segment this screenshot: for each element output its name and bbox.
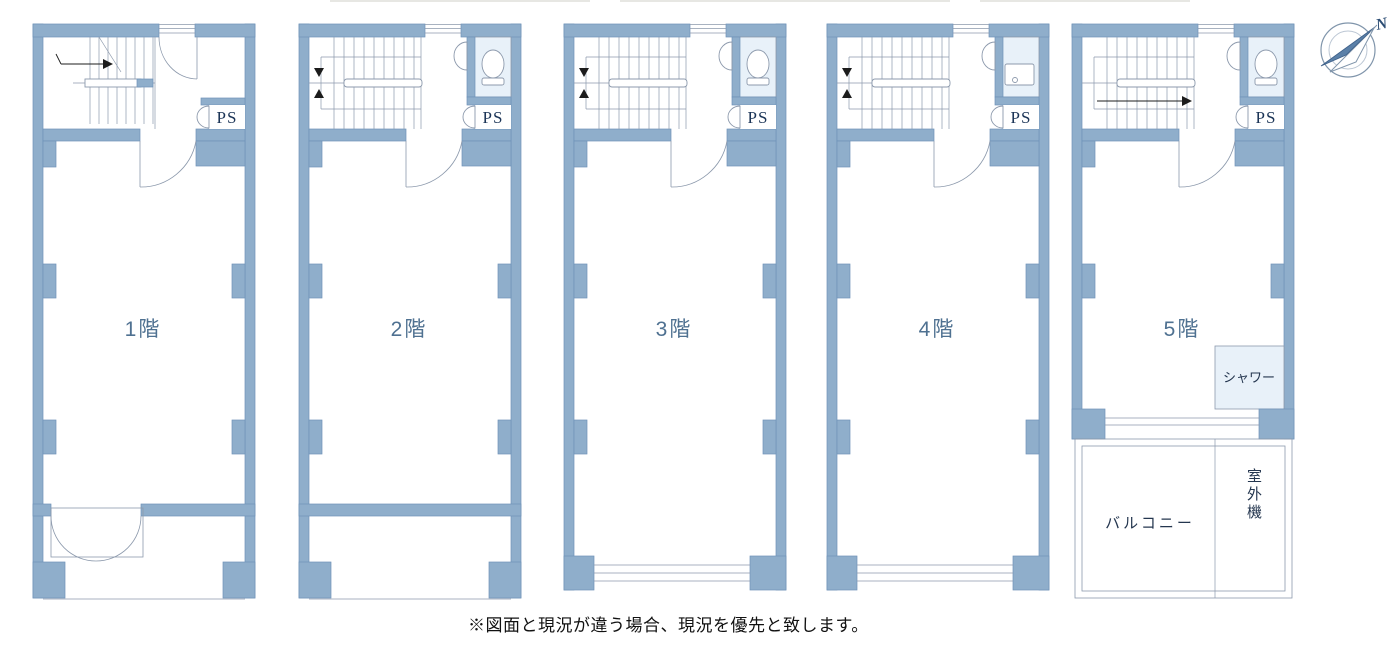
toilet-icon: [453, 36, 512, 106]
floor-plan-4: PS 4階: [826, 23, 1050, 591]
floor-plan-3: PS 3階: [563, 23, 787, 591]
staircase: [1081, 36, 1196, 130]
north-needle: [1320, 26, 1376, 67]
north-label: N: [1373, 15, 1388, 35]
staircase: [55, 36, 155, 124]
toilet-icon: [718, 36, 777, 106]
floor-label: 1階: [125, 318, 162, 341]
ps-label: PS: [483, 108, 504, 127]
bottom-window: [563, 555, 787, 591]
balcony-wall: [298, 503, 522, 517]
bottom-window: [826, 555, 1050, 591]
disclaimer-note: ※図面と現況が違う場合、現況を優先と致します。: [468, 616, 869, 635]
stair-up-arrow-icon: [55, 53, 113, 69]
stair-down-arrow-icon: [1097, 96, 1192, 106]
balcony-label: バルコニー: [1105, 516, 1195, 532]
outdoor-unit-label: 室外機: [1245, 468, 1261, 522]
compass-icon: N: [1320, 15, 1388, 78]
staircase: [308, 36, 423, 130]
toilet-icon: [1226, 36, 1285, 106]
double-entry-door: [50, 515, 142, 562]
staircase: [573, 36, 688, 130]
top-edge-remnants: [330, 0, 1190, 2]
staircase: [836, 36, 951, 130]
bottom-wall: [298, 561, 522, 600]
rear-wall: [1071, 408, 1295, 440]
bottom-wall: [32, 561, 256, 600]
floor-label: 2階: [391, 318, 428, 341]
floor-plan-2: PS 2階: [298, 23, 522, 600]
ps-label: PS: [1011, 108, 1032, 127]
shower-label: シャワー: [1223, 370, 1275, 385]
shower-room: シャワー: [1214, 345, 1285, 410]
entrance: [32, 503, 256, 562]
ps-label: PS: [748, 108, 769, 127]
entry-hall-door: [158, 36, 198, 80]
balcony: バルコニー: [1074, 438, 1293, 599]
ps-label: PS: [1256, 108, 1277, 127]
floor-label: 3階: [656, 318, 693, 341]
ps-label: PS: [217, 108, 238, 127]
window: [1105, 417, 1259, 426]
floor-label: 4階: [919, 318, 956, 341]
floor-plan-1: PS 1階: [32, 23, 256, 600]
basin-icon: [981, 36, 1040, 106]
floor-plan-5: PS 5階 シャワー バルコニー: [1071, 23, 1295, 599]
floor-label: 5階: [1164, 318, 1201, 341]
